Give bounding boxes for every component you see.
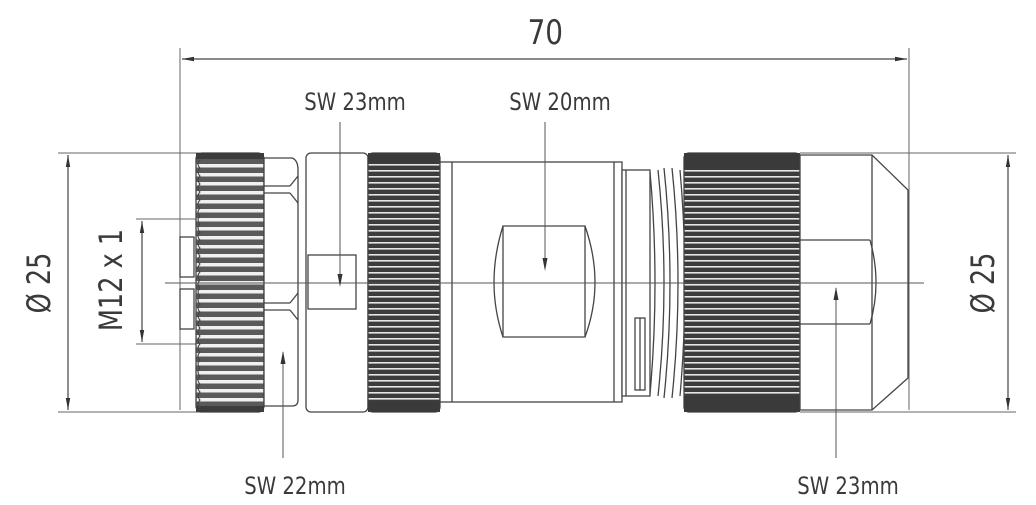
thread-label: M12 x 1 xyxy=(92,229,130,331)
sw20-label: SW 20mm xyxy=(509,89,611,116)
right-diameter-dimension: Ø 25 xyxy=(800,152,1016,413)
overall-length-dimension: 70 xyxy=(179,13,910,410)
callout-sw23-right: SW 23mm xyxy=(797,287,899,501)
left-diameter-dimension: Ø 25 xyxy=(20,152,200,413)
callout-sw20: SW 20mm xyxy=(509,89,611,271)
hex-left-sw22 xyxy=(263,157,299,407)
body-sw20 xyxy=(439,161,623,403)
callout-sw22: SW 22mm xyxy=(244,351,346,501)
overall-length-label: 70 xyxy=(528,13,563,52)
sw22-label: SW 22mm xyxy=(244,473,346,500)
sw23-right-label: SW 23mm xyxy=(797,473,899,500)
thread-dimension: M12 x 1 xyxy=(92,218,200,345)
left-diameter-label: Ø 25 xyxy=(20,253,58,314)
sw23-left-label: SW 23mm xyxy=(304,89,406,116)
right-diameter-label: Ø 25 xyxy=(964,253,1002,314)
callout-sw23-left: SW 23mm xyxy=(304,89,406,287)
